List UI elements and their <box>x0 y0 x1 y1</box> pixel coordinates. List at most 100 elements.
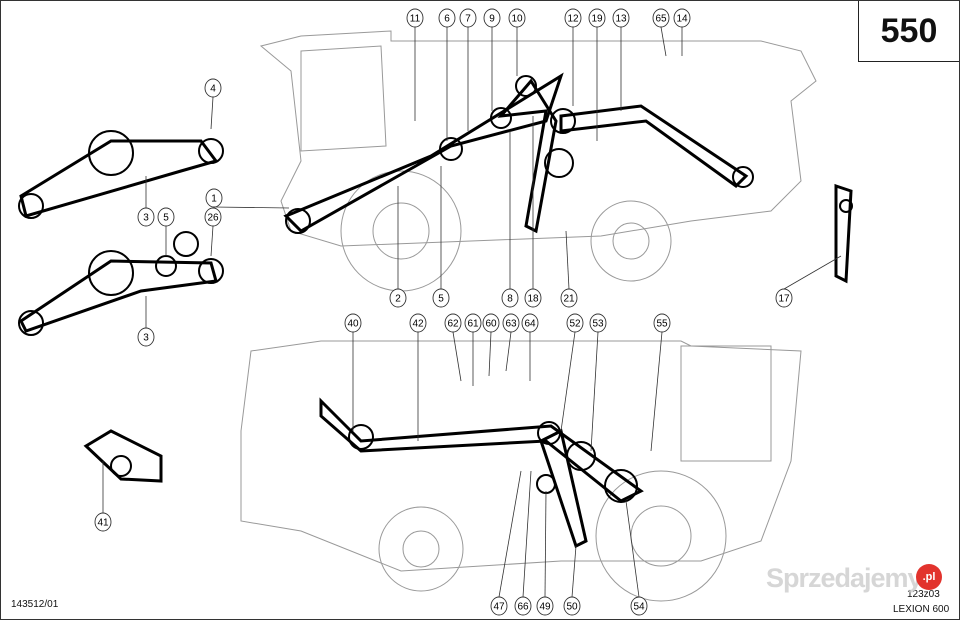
callout-circle <box>483 8 501 28</box>
callout-50: 50 <box>563 545 581 616</box>
callout-circle <box>157 207 175 227</box>
leader-line <box>565 230 570 290</box>
callout-circle <box>589 313 607 333</box>
page-number: 550 <box>858 1 959 62</box>
callout-circle <box>137 327 155 347</box>
callout-60: 60 <box>482 313 500 377</box>
callout-9: 9 <box>483 8 501 111</box>
callout-label: 3 <box>143 213 149 224</box>
callout-5: 5 <box>432 166 450 308</box>
callout-61: 61 <box>464 313 482 386</box>
leader-line <box>783 255 842 290</box>
callout-17: 17 <box>775 255 842 308</box>
callout-label: 60 <box>485 319 497 330</box>
callout-circle <box>409 313 427 333</box>
callout-circle <box>406 8 424 28</box>
callout-8: 8 <box>501 131 519 308</box>
callout-circle <box>536 596 554 616</box>
callout-circle <box>438 8 456 28</box>
callout-circle <box>444 313 462 333</box>
callout-11: 11 <box>406 8 424 121</box>
callout-circle <box>612 8 630 28</box>
callout-circle <box>137 207 155 227</box>
callout-circle <box>482 313 500 333</box>
callout-label: 10 <box>511 14 523 25</box>
callout-7: 7 <box>459 8 477 131</box>
callout-label: 17 <box>778 294 790 305</box>
callout-54: 54 <box>625 500 648 616</box>
leader-line <box>544 490 547 598</box>
figure-code: 123z03 <box>907 589 940 600</box>
callout-circle <box>508 8 526 28</box>
callout-circle <box>652 8 670 28</box>
callout-18: 18 <box>524 116 542 308</box>
callout-circle <box>464 313 482 333</box>
callout-circle <box>389 288 407 308</box>
callout-3: 3 <box>137 296 155 347</box>
callout-label: 8 <box>507 294 513 305</box>
callout-64: 64 <box>521 313 539 381</box>
callout-41: 41 <box>94 461 112 532</box>
callout-19: 19 <box>588 8 606 141</box>
callout-circle <box>204 78 222 98</box>
callout-label: 53 <box>592 319 604 330</box>
callout-circle <box>673 8 691 28</box>
leader-line <box>498 470 522 598</box>
drawing-ref: 143512/01 <box>11 599 59 610</box>
leader-line <box>590 331 599 452</box>
pulleys <box>18 75 853 503</box>
callout-49: 49 <box>536 490 554 616</box>
callout-label: 9 <box>489 14 495 25</box>
callout-label: 5 <box>163 213 169 224</box>
callout-label: 6 <box>444 14 450 25</box>
callout-circle <box>630 596 648 616</box>
callout-65: 65 <box>652 8 670 57</box>
callout-circle <box>521 313 539 333</box>
callout-10: 10 <box>508 8 526 76</box>
callout-circle <box>524 288 542 308</box>
callout-21: 21 <box>560 230 578 308</box>
callout-label: 54 <box>633 602 645 613</box>
callout-label: 42 <box>412 319 424 330</box>
callout-12: 12 <box>564 8 582 106</box>
callout-label: 50 <box>566 602 578 613</box>
leader-line <box>650 331 663 452</box>
callout-circle <box>94 512 112 532</box>
callout-6: 6 <box>438 8 456 141</box>
leader-line <box>571 545 577 598</box>
callout-label: 7 <box>465 14 471 25</box>
callout-2: 2 <box>389 186 407 308</box>
callout-label: 13 <box>615 14 627 25</box>
callout-circle <box>653 313 671 333</box>
model-label: LEXION 600 <box>893 604 950 615</box>
callout-63: 63 <box>502 313 520 372</box>
leader-line <box>213 206 290 209</box>
leader-line <box>505 331 512 372</box>
callout-4: 4 <box>204 78 222 130</box>
callout-circle <box>560 288 578 308</box>
callout-circle <box>563 596 581 616</box>
callout-circle <box>502 313 520 333</box>
callout-label: 26 <box>207 213 219 224</box>
callout-53: 53 <box>589 313 607 452</box>
callout-circle <box>204 207 222 227</box>
callout-label: 62 <box>447 319 459 330</box>
callout-circle <box>514 596 532 616</box>
callout-label: 47 <box>493 602 505 613</box>
callout-label: 55 <box>656 319 668 330</box>
callout-label: 19 <box>591 14 603 25</box>
callout-label: 1 <box>211 194 217 205</box>
callout-26: 26 <box>204 207 222 257</box>
callout-13: 13 <box>612 8 630 111</box>
callout-label: 3 <box>143 333 149 344</box>
watermark-logo: .pl <box>916 564 942 590</box>
watermark: Sprzedajemy <box>766 563 923 593</box>
callout-66: 66 <box>514 470 532 616</box>
callout-14: 14 <box>673 8 691 56</box>
callout-62: 62 <box>444 313 462 382</box>
leader-line <box>210 96 214 130</box>
callout-52: 52 <box>560 313 584 432</box>
leader-line <box>625 500 640 598</box>
